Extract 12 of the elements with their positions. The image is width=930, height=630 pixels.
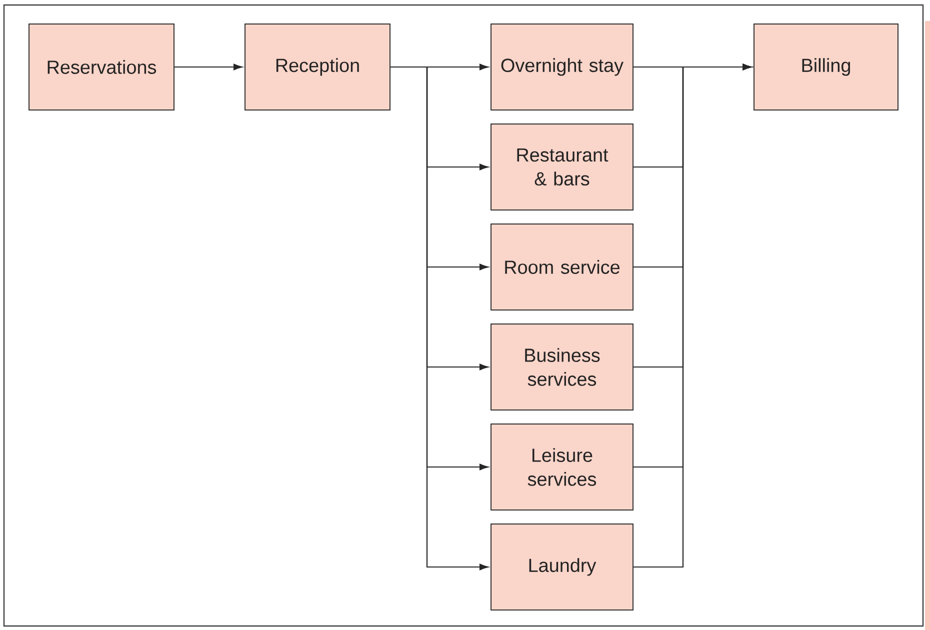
arrow xyxy=(634,64,752,568)
process-box: Billing xyxy=(754,24,898,110)
process-box: Laundry xyxy=(490,524,634,610)
arrow xyxy=(174,64,242,70)
process-box: Overnight stay xyxy=(490,24,634,110)
process-box: Reception xyxy=(244,24,390,110)
process-box: Room service xyxy=(490,224,634,310)
process-box: Business services xyxy=(490,324,634,410)
process-box: Leisure services xyxy=(490,424,634,510)
arrow xyxy=(390,66,488,570)
process-box: Reservations xyxy=(28,24,174,110)
process-box: Restaurant & bars xyxy=(490,124,634,210)
